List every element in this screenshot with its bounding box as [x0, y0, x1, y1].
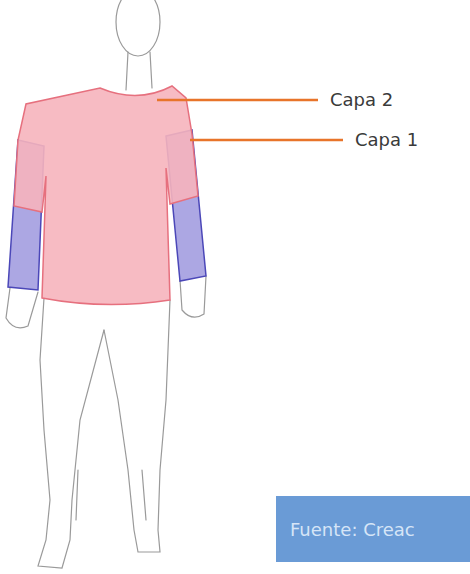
source-box: Fuente: Creac	[276, 496, 470, 562]
tshirt-layer-2	[14, 86, 198, 305]
source-text: Fuente: Creac	[290, 519, 415, 540]
layer-label: Capa 1	[355, 129, 418, 151]
layer-label: Capa 2	[330, 89, 393, 111]
body-sketch	[6, 0, 206, 568]
leader-line	[157, 99, 318, 102]
leader-line	[190, 139, 343, 142]
